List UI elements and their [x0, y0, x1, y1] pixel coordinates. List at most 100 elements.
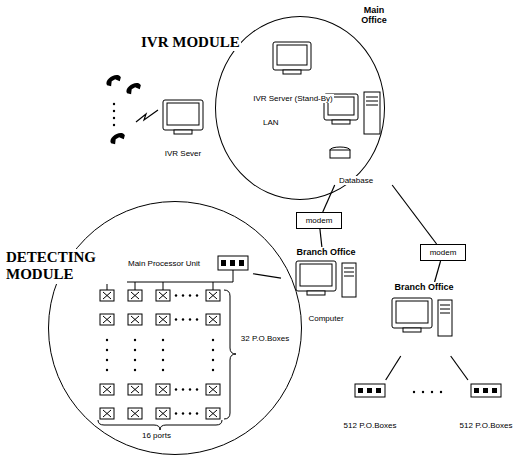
ellipsis-dot — [212, 359, 214, 361]
po-box-icon — [128, 290, 142, 301]
device-label: modem — [429, 248, 458, 257]
po-box-mark — [131, 316, 139, 323]
monitor-base — [403, 328, 421, 332]
tower-icon — [342, 263, 356, 297]
module-heading: DETECTING MODULE — [5, 249, 127, 284]
ellipsis-dot — [196, 318, 198, 320]
ellipsis-dot — [189, 388, 191, 390]
ellipsis-dot — [106, 359, 108, 361]
device-label: modem — [305, 216, 334, 225]
po-box-mark — [159, 316, 167, 323]
ellipsis-dot — [196, 412, 198, 414]
ellipsis-dot — [162, 369, 164, 371]
unit-port — [221, 260, 226, 266]
po-box-mark — [209, 410, 217, 417]
ellipsis-dot — [189, 412, 191, 414]
ellipsis-dot — [113, 124, 115, 126]
drive-bay — [366, 97, 378, 98]
ellipsis-dot — [431, 391, 433, 393]
drive-bay — [440, 313, 450, 314]
po-box-icon — [206, 384, 220, 395]
po-box-icon — [156, 384, 170, 395]
device-label: IVR Sever — [164, 149, 202, 158]
drive-bay — [344, 276, 354, 277]
ellipsis-dot — [113, 110, 115, 112]
monitor-screen — [167, 103, 199, 125]
po-box-icon — [206, 314, 220, 325]
drive-bay — [366, 105, 378, 106]
ellipsis-dot — [182, 388, 184, 390]
po-box-mark — [209, 316, 217, 323]
drive-bay — [440, 305, 450, 306]
po-box-mark — [131, 292, 139, 299]
device-node: 512 P.O.Boxes — [336, 380, 404, 430]
ellipsis-dot — [106, 369, 108, 371]
ellipsis-dot — [134, 339, 136, 341]
monitor-icon — [273, 42, 311, 70]
ellipsis-dot — [182, 294, 184, 296]
connector-line — [320, 229, 322, 247]
connector-line — [323, 185, 335, 212]
ellipsis-dot — [175, 388, 177, 390]
po-box-icon — [128, 384, 142, 395]
processor-unit-icon — [218, 256, 248, 270]
po-box-mark — [209, 386, 217, 393]
tower-icon — [364, 92, 380, 134]
po-box-mark — [103, 316, 111, 323]
modem-box: modem — [420, 244, 466, 261]
ellipsis-dot — [212, 339, 214, 341]
ellipsis-dot — [196, 388, 198, 390]
unit-port — [492, 388, 497, 393]
bus-drop — [135, 282, 136, 290]
po-box-mark — [209, 292, 217, 299]
ellipsis-dot — [196, 294, 198, 296]
connector-line — [386, 356, 401, 380]
disk-icon — [330, 150, 350, 158]
module-heading: IVR MODULE — [140, 34, 241, 51]
ellipsis-dot — [106, 349, 108, 351]
monitor-base — [174, 130, 192, 134]
po-box-mark — [103, 292, 111, 299]
ellipsis-dot — [189, 318, 191, 320]
device-node: Branch OfficeComputer — [281, 247, 371, 323]
ellipsis-dot — [113, 103, 115, 105]
bracket — [98, 420, 222, 430]
wireless-link — [136, 110, 158, 122]
po-box-icon — [100, 290, 114, 301]
po-box-icon — [156, 314, 170, 325]
device-label: Main Processor Unit — [127, 259, 201, 268]
unit-port — [483, 388, 488, 393]
device-node: IVR Server (Stand-By) — [247, 41, 339, 103]
ellipsis-dot — [175, 318, 177, 320]
unit-port — [230, 260, 235, 266]
tower-icon — [438, 300, 452, 336]
po-box-icon — [156, 408, 170, 419]
po-box-icon — [156, 290, 170, 301]
unit-port — [239, 260, 244, 266]
device-label: 512 P.O.Boxes — [343, 421, 398, 430]
device-node: Main Processor Unit — [127, 251, 253, 277]
unit-port — [367, 388, 372, 393]
unit-port — [474, 388, 479, 393]
monitor-screen — [396, 301, 428, 323]
region-circle: DETECTING MODULEBranch OfficeComputerMai… — [48, 201, 302, 455]
monitor-icon — [392, 298, 432, 328]
unit-port — [358, 388, 363, 393]
monitor-icon — [296, 261, 336, 291]
ellipsis-dot — [113, 117, 115, 119]
connector-line — [392, 185, 436, 244]
device-node: 512 P.O.Boxes — [452, 380, 520, 430]
processor-unit-icon — [471, 384, 501, 397]
po-box-mark — [159, 386, 167, 393]
telephone-icon — [124, 81, 142, 96]
bus-drop — [213, 282, 214, 290]
device-node: Database — [319, 89, 393, 185]
monitor-base — [332, 120, 350, 124]
device-label: Database — [338, 176, 374, 185]
connector-line — [435, 261, 441, 282]
ellipsis-dot — [162, 349, 164, 351]
monitor-screen — [300, 264, 332, 286]
drive-bay — [366, 101, 378, 102]
